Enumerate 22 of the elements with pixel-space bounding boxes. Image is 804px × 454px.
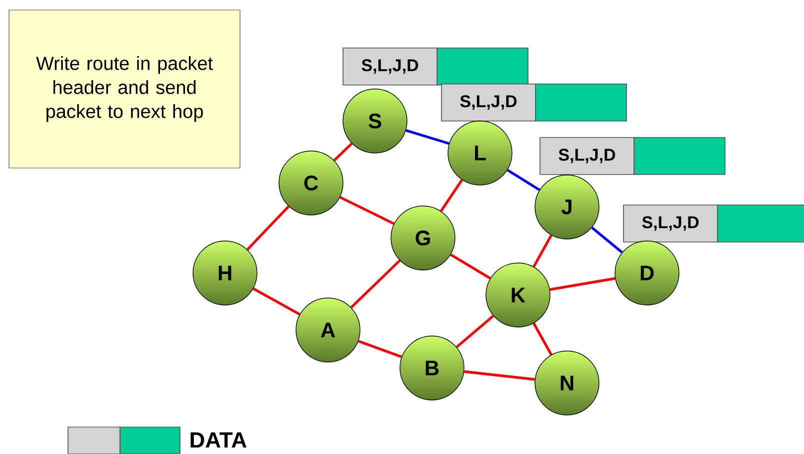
link-line bbox=[246, 205, 290, 250]
link-line bbox=[252, 288, 300, 316]
link-line bbox=[339, 196, 395, 225]
link-line bbox=[464, 370, 535, 381]
data-packet: S,L,J,D bbox=[623, 204, 804, 242]
note-box: Write route in packet header and send packet to next hop bbox=[8, 10, 240, 168]
link-line bbox=[440, 179, 464, 212]
legend-label: DATA bbox=[190, 432, 246, 448]
link-line bbox=[591, 226, 623, 254]
link-line bbox=[333, 142, 353, 162]
link-line bbox=[456, 314, 494, 348]
link-line bbox=[532, 322, 552, 356]
data-packet: S,L,J,D bbox=[342, 48, 528, 86]
link-line bbox=[406, 129, 450, 145]
link-line bbox=[532, 234, 552, 268]
data-packet: S,L,J,D bbox=[540, 137, 726, 175]
link-line bbox=[358, 340, 402, 358]
link-line bbox=[450, 254, 491, 280]
link-line bbox=[550, 277, 616, 291]
link-line bbox=[350, 260, 401, 308]
data-packet: S,L,J,D bbox=[441, 84, 627, 122]
link-line bbox=[506, 168, 540, 192]
